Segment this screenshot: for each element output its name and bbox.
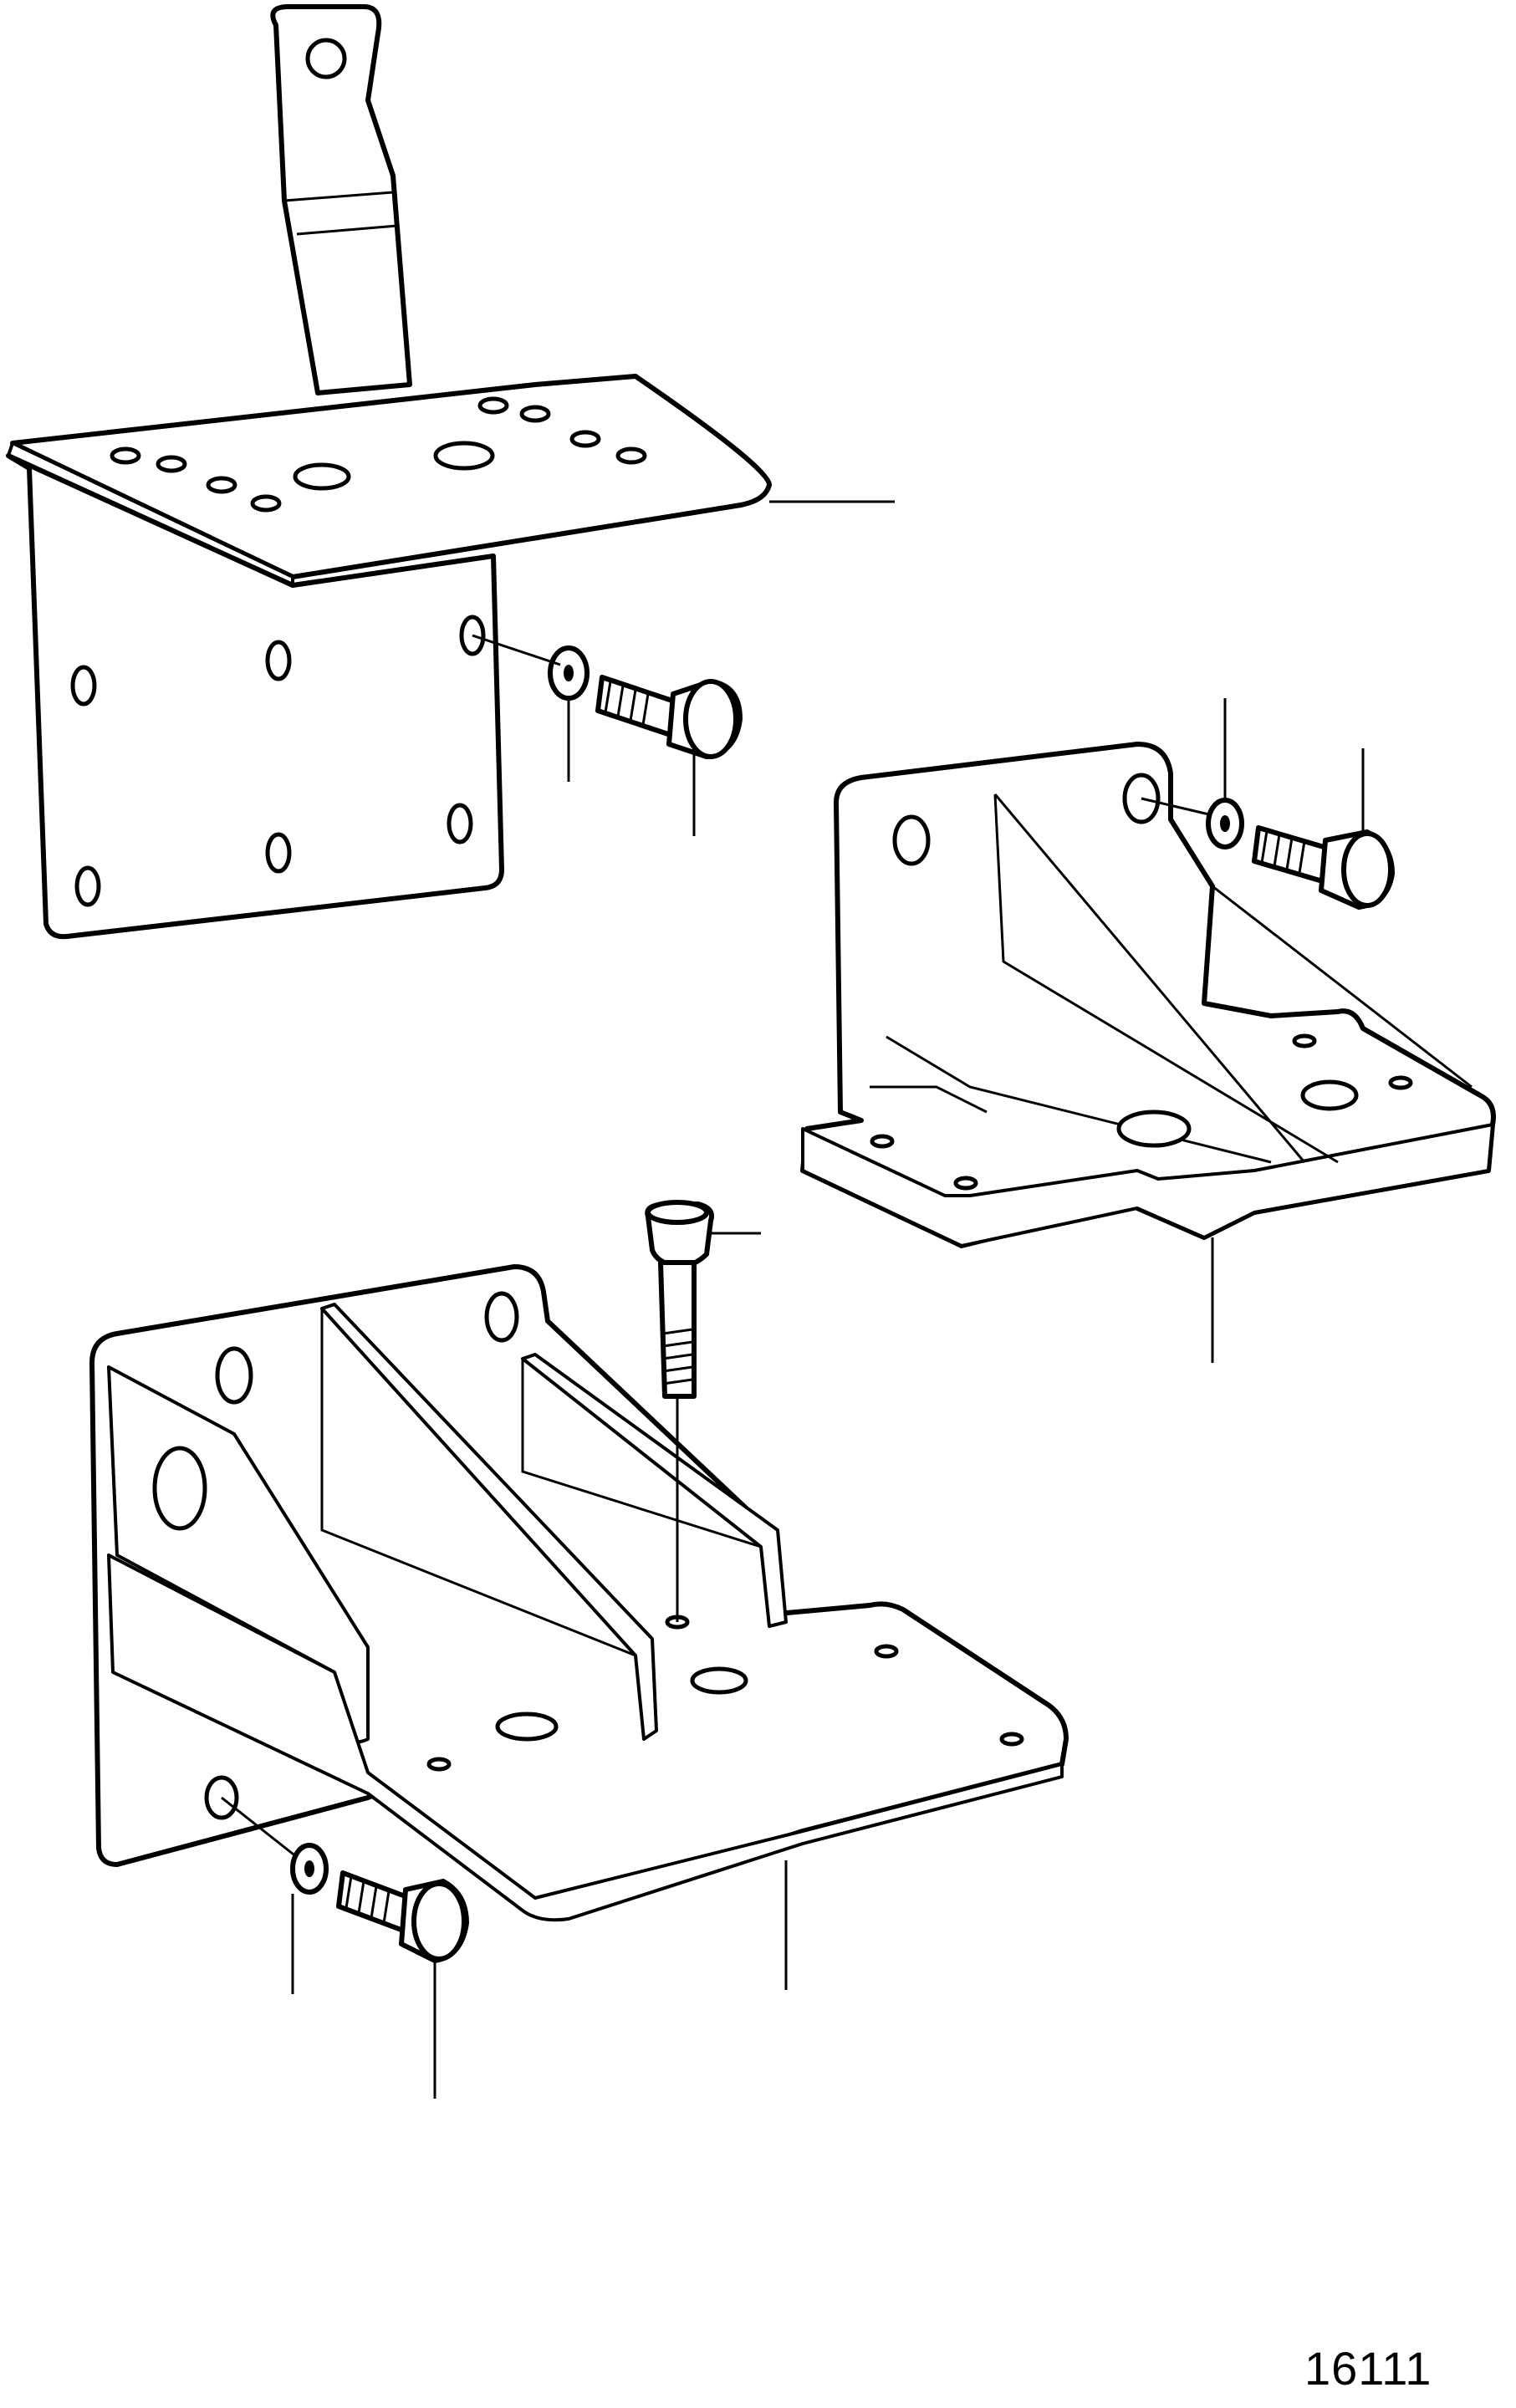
washer-3 xyxy=(290,1843,329,1895)
bolt-4 xyxy=(336,1870,469,1963)
bracket-vertical-plate xyxy=(6,453,504,940)
bolt-2 xyxy=(1252,825,1395,910)
washer-2 xyxy=(1206,798,1244,849)
lower-bracket xyxy=(89,1264,1069,1922)
bracket-arm xyxy=(270,4,412,395)
bolt-1 xyxy=(595,675,743,759)
upper-left-bracket xyxy=(6,4,772,940)
washer-1 xyxy=(548,645,590,701)
bolt-3 xyxy=(645,1200,714,1399)
figure-number: 16111 xyxy=(1304,2342,1432,2395)
right-bracket xyxy=(800,742,1496,1248)
bracket-top-plate xyxy=(10,374,772,579)
arm-hole xyxy=(305,38,347,79)
